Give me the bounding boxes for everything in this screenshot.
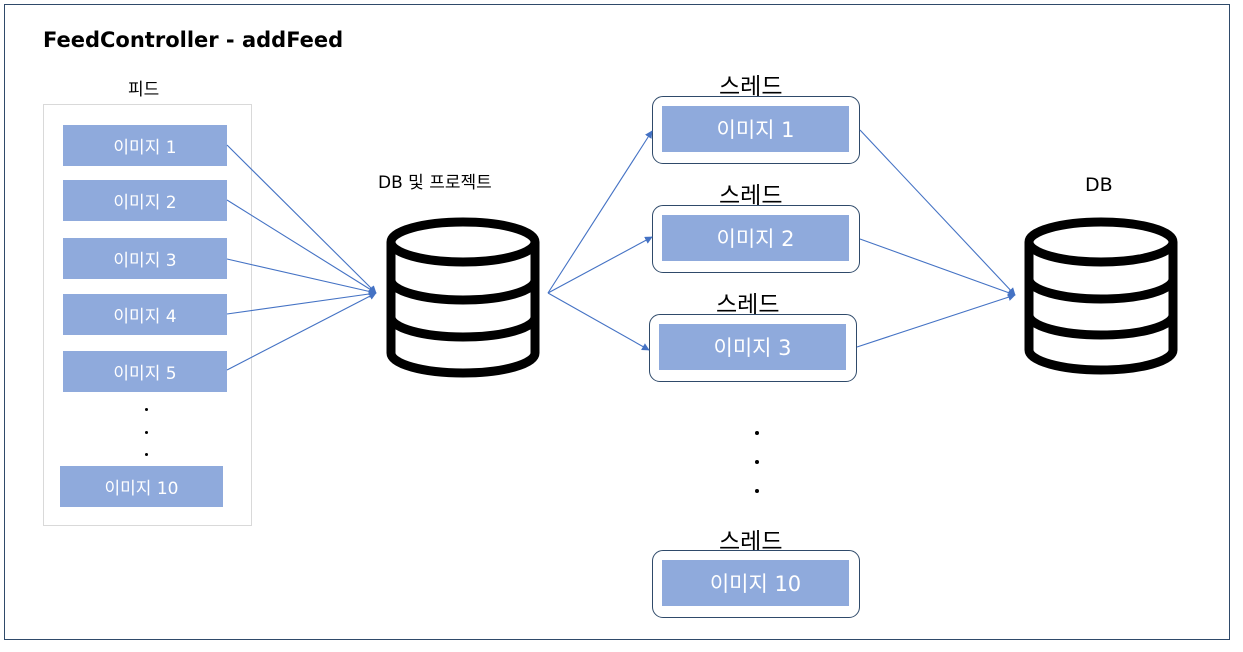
- ellipsis-dot: [755, 431, 759, 435]
- feed-image-3: 이미지 3: [63, 238, 227, 279]
- thread-image-3: 이미지 3: [659, 324, 846, 370]
- db-label: DB: [1085, 174, 1113, 196]
- database-icon: [386, 217, 540, 378]
- arrow-feed-3: [226, 258, 377, 296]
- db-project-label: DB 및 프로젝트: [378, 173, 492, 193]
- arrow-thread-2-db: [859, 238, 1016, 297]
- ellipsis-dot: [755, 460, 759, 464]
- thread-label-1: 스레드: [719, 74, 783, 100]
- ellipsis-dot: [145, 431, 148, 434]
- arrow-thread-3-db: [856, 293, 1016, 348]
- ellipsis-dot: [755, 489, 759, 493]
- thread-image-2: 이미지 2: [662, 215, 849, 261]
- feed-image-1: 이미지 1: [63, 125, 227, 166]
- diagram-title: FeedController - addFeed: [43, 28, 344, 52]
- feed-image-4: 이미지 4: [63, 294, 227, 335]
- feed-image-2: 이미지 2: [63, 180, 227, 221]
- thread-image-1: 이미지 1: [662, 106, 849, 152]
- feed-image-5: 이미지 5: [63, 351, 227, 392]
- arrow-feed-4: [226, 290, 377, 315]
- feed-label: 피드: [128, 80, 160, 100]
- thread-label-2: 스레드: [719, 183, 783, 209]
- thread-image-10: 이미지 10: [662, 560, 849, 606]
- arrow-feed-1: [226, 144, 377, 294]
- arrow-to-thread-3: [547, 292, 650, 351]
- arrow-to-thread-1: [547, 130, 653, 294]
- arrow-feed-5: [226, 292, 377, 371]
- arrow-to-thread-2: [547, 236, 653, 294]
- feed-image-10: 이미지 10: [60, 466, 223, 507]
- database-icon: [1024, 217, 1178, 375]
- ellipsis-dot: [145, 453, 148, 456]
- thread-label-3: 스레드: [716, 292, 780, 318]
- arrow-feed-2: [226, 199, 377, 294]
- ellipsis-dot: [145, 408, 148, 411]
- arrow-thread-1-db: [859, 129, 1016, 296]
